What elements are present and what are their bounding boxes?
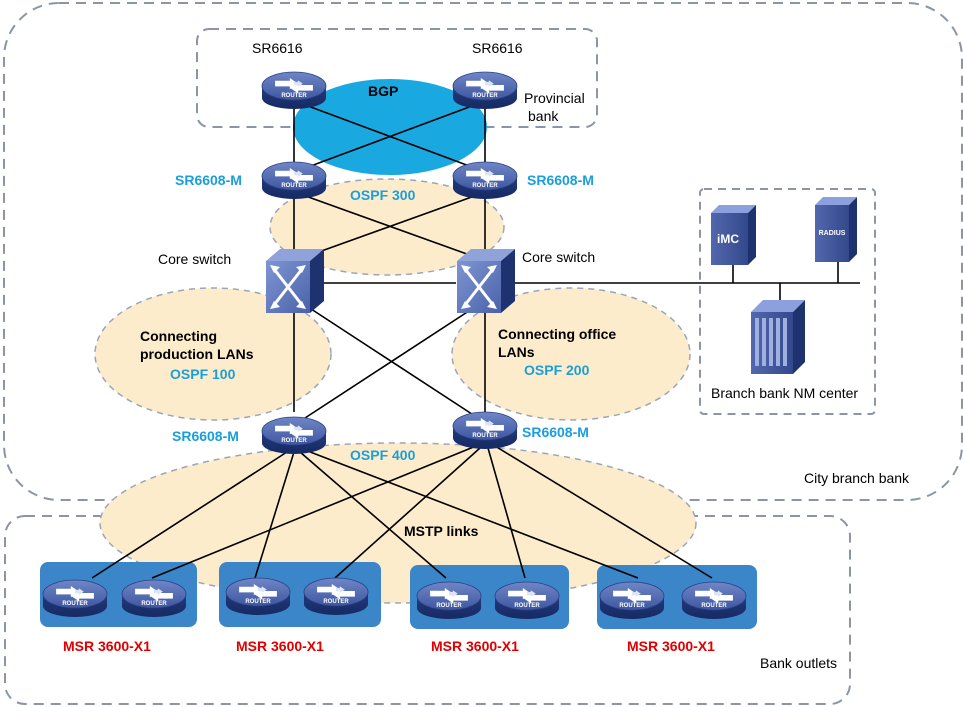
svg-text:ROUTER: ROUTER <box>141 601 167 607</box>
svg-text:ROUTER: ROUTER <box>62 601 88 607</box>
svg-text:ROUTER: ROUTER <box>472 433 498 439</box>
links <box>91 102 860 579</box>
provincial-left-router[interactable]: ROUTER <box>261 71 327 109</box>
switch-arrows-icon <box>272 268 304 306</box>
core-switch-left-label: Core switch <box>158 251 231 267</box>
outlet-router-2[interactable]: ROUTER <box>121 579 187 617</box>
svg-text:ROUTER: ROUTER <box>281 438 307 444</box>
outlet-router-3[interactable]: ROUTER <box>225 577 291 615</box>
provincial-bank-label-1: Provincial <box>524 90 585 106</box>
svg-text:ROUTER: ROUTER <box>472 93 498 99</box>
router-arrows-icon <box>466 168 504 184</box>
ospf-300-label: OSPF 300 <box>350 187 416 203</box>
aggregation-right-router-label: SR6608-M <box>527 172 594 188</box>
ospf-200-area <box>451 287 691 421</box>
radius-server[interactable]: RADIUS <box>815 197 857 262</box>
provincial-left-router-label: SR6616 <box>252 40 303 56</box>
lan-right-title-2: LANs <box>498 344 535 360</box>
lan-left-title-2: production LANs <box>140 346 254 362</box>
lan-left-title-1: Connecting <box>140 328 217 344</box>
outlet-label-3: MSR 3600-X1 <box>431 638 519 654</box>
outlet-router-6[interactable]: ROUTER <box>494 581 560 619</box>
access-right-router-label: SR6608-M <box>522 424 589 440</box>
svg-text:ROUTER: ROUTER <box>323 599 349 605</box>
outlet-router-4[interactable]: ROUTER <box>303 577 369 615</box>
outlet-router-7[interactable]: ROUTER <box>599 581 665 619</box>
ospf-100-label: OSPF 100 <box>170 366 236 382</box>
lan-right-title-1: Connecting office <box>498 326 616 342</box>
svg-text:ROUTER: ROUTER <box>701 603 727 609</box>
bgp-area <box>293 79 487 175</box>
switch-arrows-icon <box>463 268 495 306</box>
outlet-router-1[interactable]: ROUTER <box>42 579 108 617</box>
outlet-label-1: MSR 3600-X1 <box>63 638 151 654</box>
nm-center-region <box>699 188 876 415</box>
bank-outlets-region <box>4 515 851 705</box>
aggregation-right-router[interactable]: ROUTER <box>452 161 518 199</box>
core-switch-right[interactable] <box>457 249 515 313</box>
ospf-100-area <box>94 287 332 421</box>
aggregation-left-router[interactable]: ROUTER <box>261 161 327 199</box>
mstp-links-label: MSTP links <box>404 523 479 539</box>
nm-center-label: Branch bank NM center <box>711 385 858 401</box>
nm-server-rack[interactable] <box>751 300 805 374</box>
aggregation-left-router-label: SR6608-M <box>175 172 242 188</box>
ospf-400-label: OSPF 400 <box>350 447 416 463</box>
ospf-200-label: OSPF 200 <box>524 362 590 378</box>
router-arrows-icon <box>275 78 313 94</box>
outlet-router-8[interactable]: ROUTER <box>681 581 747 619</box>
svg-text:ROUTER: ROUTER <box>514 603 540 609</box>
outlet-label-4: MSR 3600-X1 <box>627 638 715 654</box>
svg-text:ROUTER: ROUTER <box>436 603 462 609</box>
bgp-label: BGP <box>368 83 398 99</box>
outlet-label-2: MSR 3600-X1 <box>236 638 324 654</box>
core-switch-left[interactable] <box>266 249 324 313</box>
router-arrows-icon <box>275 168 313 184</box>
city-branch-bank-label: City branch bank <box>804 470 910 486</box>
imc-server[interactable]: iMC <box>711 205 756 265</box>
provincial-bank-region <box>196 28 598 128</box>
svg-text:ROUTER: ROUTER <box>619 603 645 609</box>
radius-label: RADIUS <box>819 230 846 237</box>
svg-text:ROUTER: ROUTER <box>472 183 498 189</box>
svg-text:ROUTER: ROUTER <box>281 183 307 189</box>
provincial-right-router-label: SR6616 <box>472 40 523 56</box>
svg-text:ROUTER: ROUTER <box>281 93 307 99</box>
svg-text:ROUTER: ROUTER <box>245 599 271 605</box>
access-left-router-label: SR6608-M <box>172 428 239 444</box>
provincial-bank-label-2: bank <box>528 108 559 124</box>
access-right-router[interactable]: ROUTER <box>452 411 518 449</box>
routers: ROUTER ROUTER ROUTER ROUTER <box>42 71 747 619</box>
switches <box>266 249 515 313</box>
router-arrows-icon <box>466 78 504 94</box>
outlet-router-5[interactable]: ROUTER <box>416 581 482 619</box>
access-left-router[interactable]: ROUTER <box>261 416 327 454</box>
bank-outlets-label: Bank outlets <box>760 655 837 671</box>
core-switch-right-label: Core switch <box>522 249 595 265</box>
imc-label: iMC <box>717 232 739 246</box>
provincial-right-router[interactable]: ROUTER <box>452 71 518 109</box>
city-branch-region <box>3 2 963 501</box>
